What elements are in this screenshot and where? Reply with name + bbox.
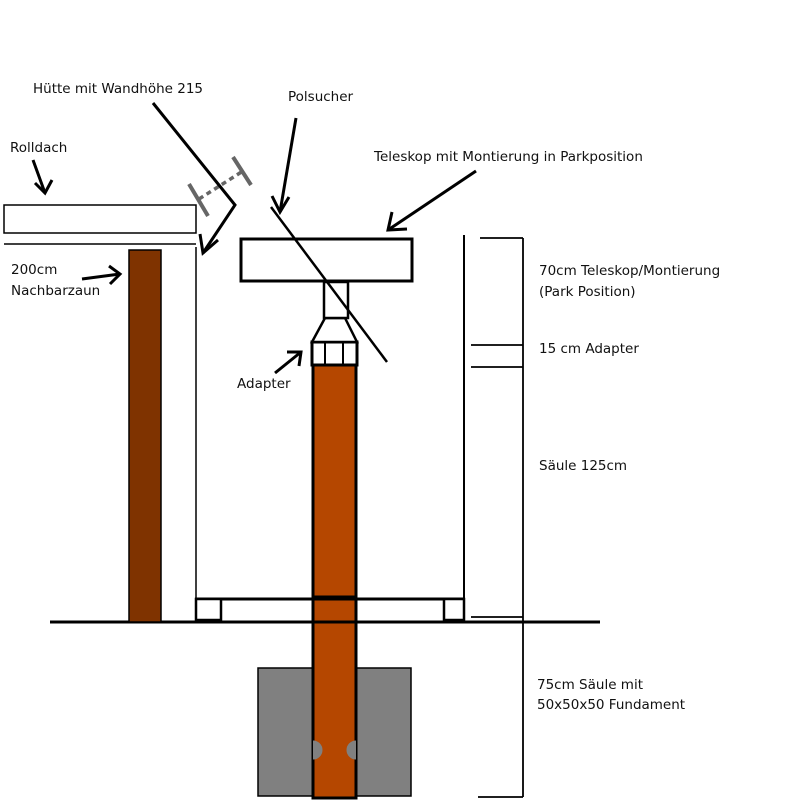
arrow-nachbarzaun bbox=[81, 264, 123, 286]
label-rolldach: Rolldach bbox=[10, 140, 68, 156]
floor-support-right bbox=[442, 597, 466, 622]
arrow-rolldach bbox=[31, 159, 54, 196]
label-huette: Hütte mit Wandhöhe 215 bbox=[33, 81, 203, 97]
adapter-cone bbox=[309, 316, 360, 344]
arrow-teleskop bbox=[386, 169, 477, 232]
adapter-body bbox=[310, 340, 359, 367]
wall-height-dotted bbox=[198, 169, 244, 201]
label-dim-fundament-size: 50x50x50 Fundament bbox=[537, 697, 686, 713]
anchor-notch-right bbox=[346, 740, 357, 760]
telescope-mount bbox=[239, 237, 414, 283]
label-dim-fundament: 75cm Säule mit bbox=[537, 677, 643, 693]
mount-stem bbox=[322, 280, 350, 320]
label-adapter: Adapter bbox=[237, 376, 291, 392]
label-dim-saeule: Säule 125cm bbox=[539, 458, 628, 474]
label-dim-teleskop: 70cm Teleskop/Montierung bbox=[539, 263, 721, 279]
wall-height-cap-right bbox=[231, 155, 253, 187]
anchor-notch-left bbox=[312, 740, 323, 760]
arrow-polsucher bbox=[270, 117, 298, 216]
polar-finder-axis bbox=[269, 206, 389, 363]
arrow-huette bbox=[151, 102, 237, 256]
pillar bbox=[311, 363, 358, 800]
arrow-adapter bbox=[274, 350, 303, 375]
neighbour-fence bbox=[128, 249, 162, 623]
label-dim-teleskop-park: (Park Position) bbox=[539, 284, 636, 300]
dimension-bar bbox=[471, 237, 524, 798]
label-dim-adapter: 15 cm Adapter bbox=[539, 341, 639, 357]
pillar-floor-crossing bbox=[311, 595, 358, 624]
label-polsucher: Polsucher bbox=[288, 89, 354, 105]
label-teleskop: Teleskop mit Montierung in Parkposition bbox=[374, 149, 643, 165]
label-nachbarzaun-height: 200cm bbox=[11, 262, 58, 278]
label-nachbarzaun: Nachbarzaun bbox=[11, 283, 101, 299]
wall-height-cap-left bbox=[187, 182, 210, 218]
floor-support-left bbox=[194, 597, 223, 622]
roll-roof bbox=[3, 204, 197, 234]
